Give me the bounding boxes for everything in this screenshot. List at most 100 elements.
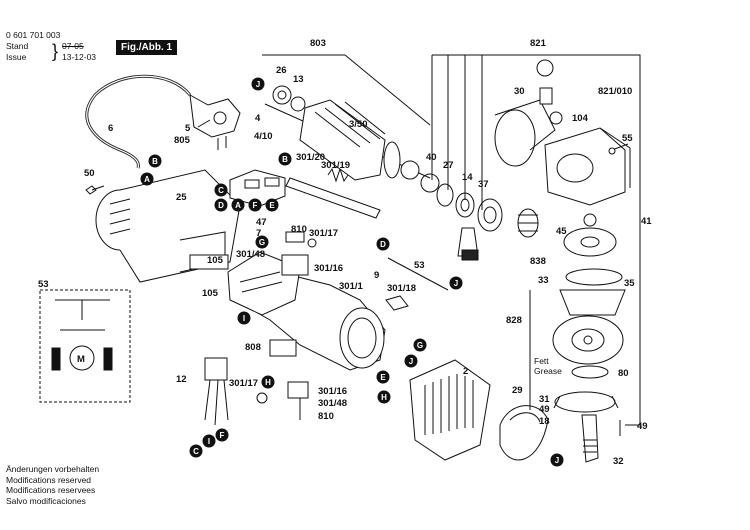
marker-j-1: J	[251, 77, 265, 91]
callout-49-left: 49	[539, 404, 550, 415]
bearing-37	[477, 198, 503, 232]
trim-105	[189, 254, 229, 270]
svg-text:J: J	[555, 456, 559, 465]
screw-55	[608, 143, 629, 155]
brush-holder-808	[269, 339, 297, 357]
marker-j-2: J	[449, 276, 463, 290]
callout-301-17-lower: 301/17	[229, 378, 258, 389]
callout-18: 18	[539, 416, 550, 427]
svg-text:F: F	[253, 201, 258, 210]
callout-105-upper: 105	[207, 255, 224, 266]
wiring-schematic	[39, 289, 131, 403]
svg-text:I: I	[208, 437, 210, 446]
marker-d-1: D	[214, 198, 228, 212]
wheel-guard-29	[499, 405, 549, 461]
field-coil	[409, 359, 491, 461]
callout-2: 2	[463, 366, 468, 377]
svg-text:B: B	[282, 155, 288, 164]
marker-j-4: J	[550, 453, 564, 467]
spindle-lock-parts	[536, 59, 563, 125]
callout-35: 35	[624, 278, 635, 289]
callout-810-lower: 810	[318, 411, 334, 422]
marker-h-2: H	[377, 390, 391, 404]
callout-301-17-upper: 301/17	[309, 228, 338, 239]
callout-821: 821	[530, 38, 547, 49]
marker-c-1: C	[214, 183, 228, 197]
marker-e-1: E	[265, 198, 279, 212]
callout-7: 7	[256, 228, 261, 239]
gear-housing	[544, 127, 631, 206]
callout-301-48-lower: 301/48	[318, 398, 347, 409]
svg-text:D: D	[218, 201, 224, 210]
note-en: Modifications reserved	[6, 474, 92, 485]
callout-810-upper: 810	[291, 224, 307, 235]
crown-gear-45	[563, 213, 617, 257]
note-es: Salvo modificaciones	[6, 495, 86, 506]
callout-301-16-upper: 301/16	[314, 263, 343, 274]
interference-capacitor-12	[204, 357, 229, 426]
marker-a-2: A	[231, 198, 245, 212]
marker-layer: J B A B C D A F E G D J I G J E H H C I …	[140, 77, 564, 467]
svg-text:A: A	[144, 175, 150, 184]
callout-26: 26	[276, 65, 287, 76]
rod-9	[387, 257, 449, 291]
marker-c-2: C	[189, 444, 203, 458]
switch-block-upper	[281, 231, 317, 276]
callout-14: 14	[462, 172, 473, 183]
callout-41: 41	[641, 216, 652, 227]
motor-symbol: M	[77, 354, 85, 365]
grease-tube	[457, 227, 479, 261]
callout-47: 47	[256, 217, 267, 228]
bearing-flange-828	[552, 315, 624, 365]
callout-30: 30	[514, 86, 525, 97]
note-de: Änderungen vorbehalten	[6, 464, 100, 474]
switch-module	[229, 169, 286, 207]
spindle-32	[581, 414, 599, 463]
marker-b-1: B	[148, 154, 162, 168]
marker-d-2: D	[376, 237, 390, 251]
guard-mount-31	[553, 391, 619, 413]
svg-text:C: C	[193, 447, 199, 456]
svg-text:G: G	[417, 341, 423, 350]
callout-301-16-lower: 301/16	[318, 386, 347, 397]
stand-value: 07-05	[62, 41, 84, 51]
svg-text:C: C	[218, 186, 224, 195]
callout-3-50: 3/50	[349, 119, 368, 130]
svg-text:I: I	[243, 314, 245, 323]
bearing-14	[455, 192, 475, 218]
marker-f-2: F	[215, 428, 229, 442]
gear-housing-cover	[494, 99, 556, 167]
svg-text:D: D	[380, 240, 386, 249]
slide-rod	[285, 177, 381, 219]
callout-25: 25	[176, 192, 187, 203]
callout-33: 33	[538, 275, 549, 286]
issue-value: 13-12-03	[62, 52, 97, 62]
callout-838: 838	[530, 256, 546, 267]
callout-53-upper: 53	[414, 260, 425, 271]
svg-text:A: A	[235, 201, 241, 210]
callout-808: 808	[245, 342, 261, 353]
brush-set-lower	[256, 381, 309, 420]
marker-g-2: G	[413, 338, 427, 352]
svg-text:B: B	[152, 157, 158, 166]
disclaimer-notes: Änderungen vorbehalten Modifications res…	[6, 464, 99, 506]
pinion-838	[517, 208, 539, 238]
washer-80	[571, 365, 609, 379]
callout-13: 13	[293, 74, 304, 85]
svg-text:J: J	[454, 279, 458, 288]
svg-text:H: H	[265, 378, 271, 387]
callout-821-010: 821/010	[598, 86, 632, 97]
callout-37: 37	[478, 179, 489, 190]
svg-text:G: G	[259, 238, 265, 247]
callout-9: 9	[374, 270, 379, 281]
callout-301-20: 301/20	[296, 152, 325, 163]
callout-104: 104	[572, 113, 589, 124]
callout-4-10: 4/10	[254, 131, 273, 142]
callout-55: 55	[622, 133, 633, 144]
callout-12: 12	[176, 374, 187, 385]
issue-label: Issue	[6, 52, 27, 62]
callout-301-48-upper: 301/48	[236, 249, 265, 260]
svg-text:J: J	[409, 357, 413, 366]
callout-301-1: 301/1	[339, 281, 363, 292]
